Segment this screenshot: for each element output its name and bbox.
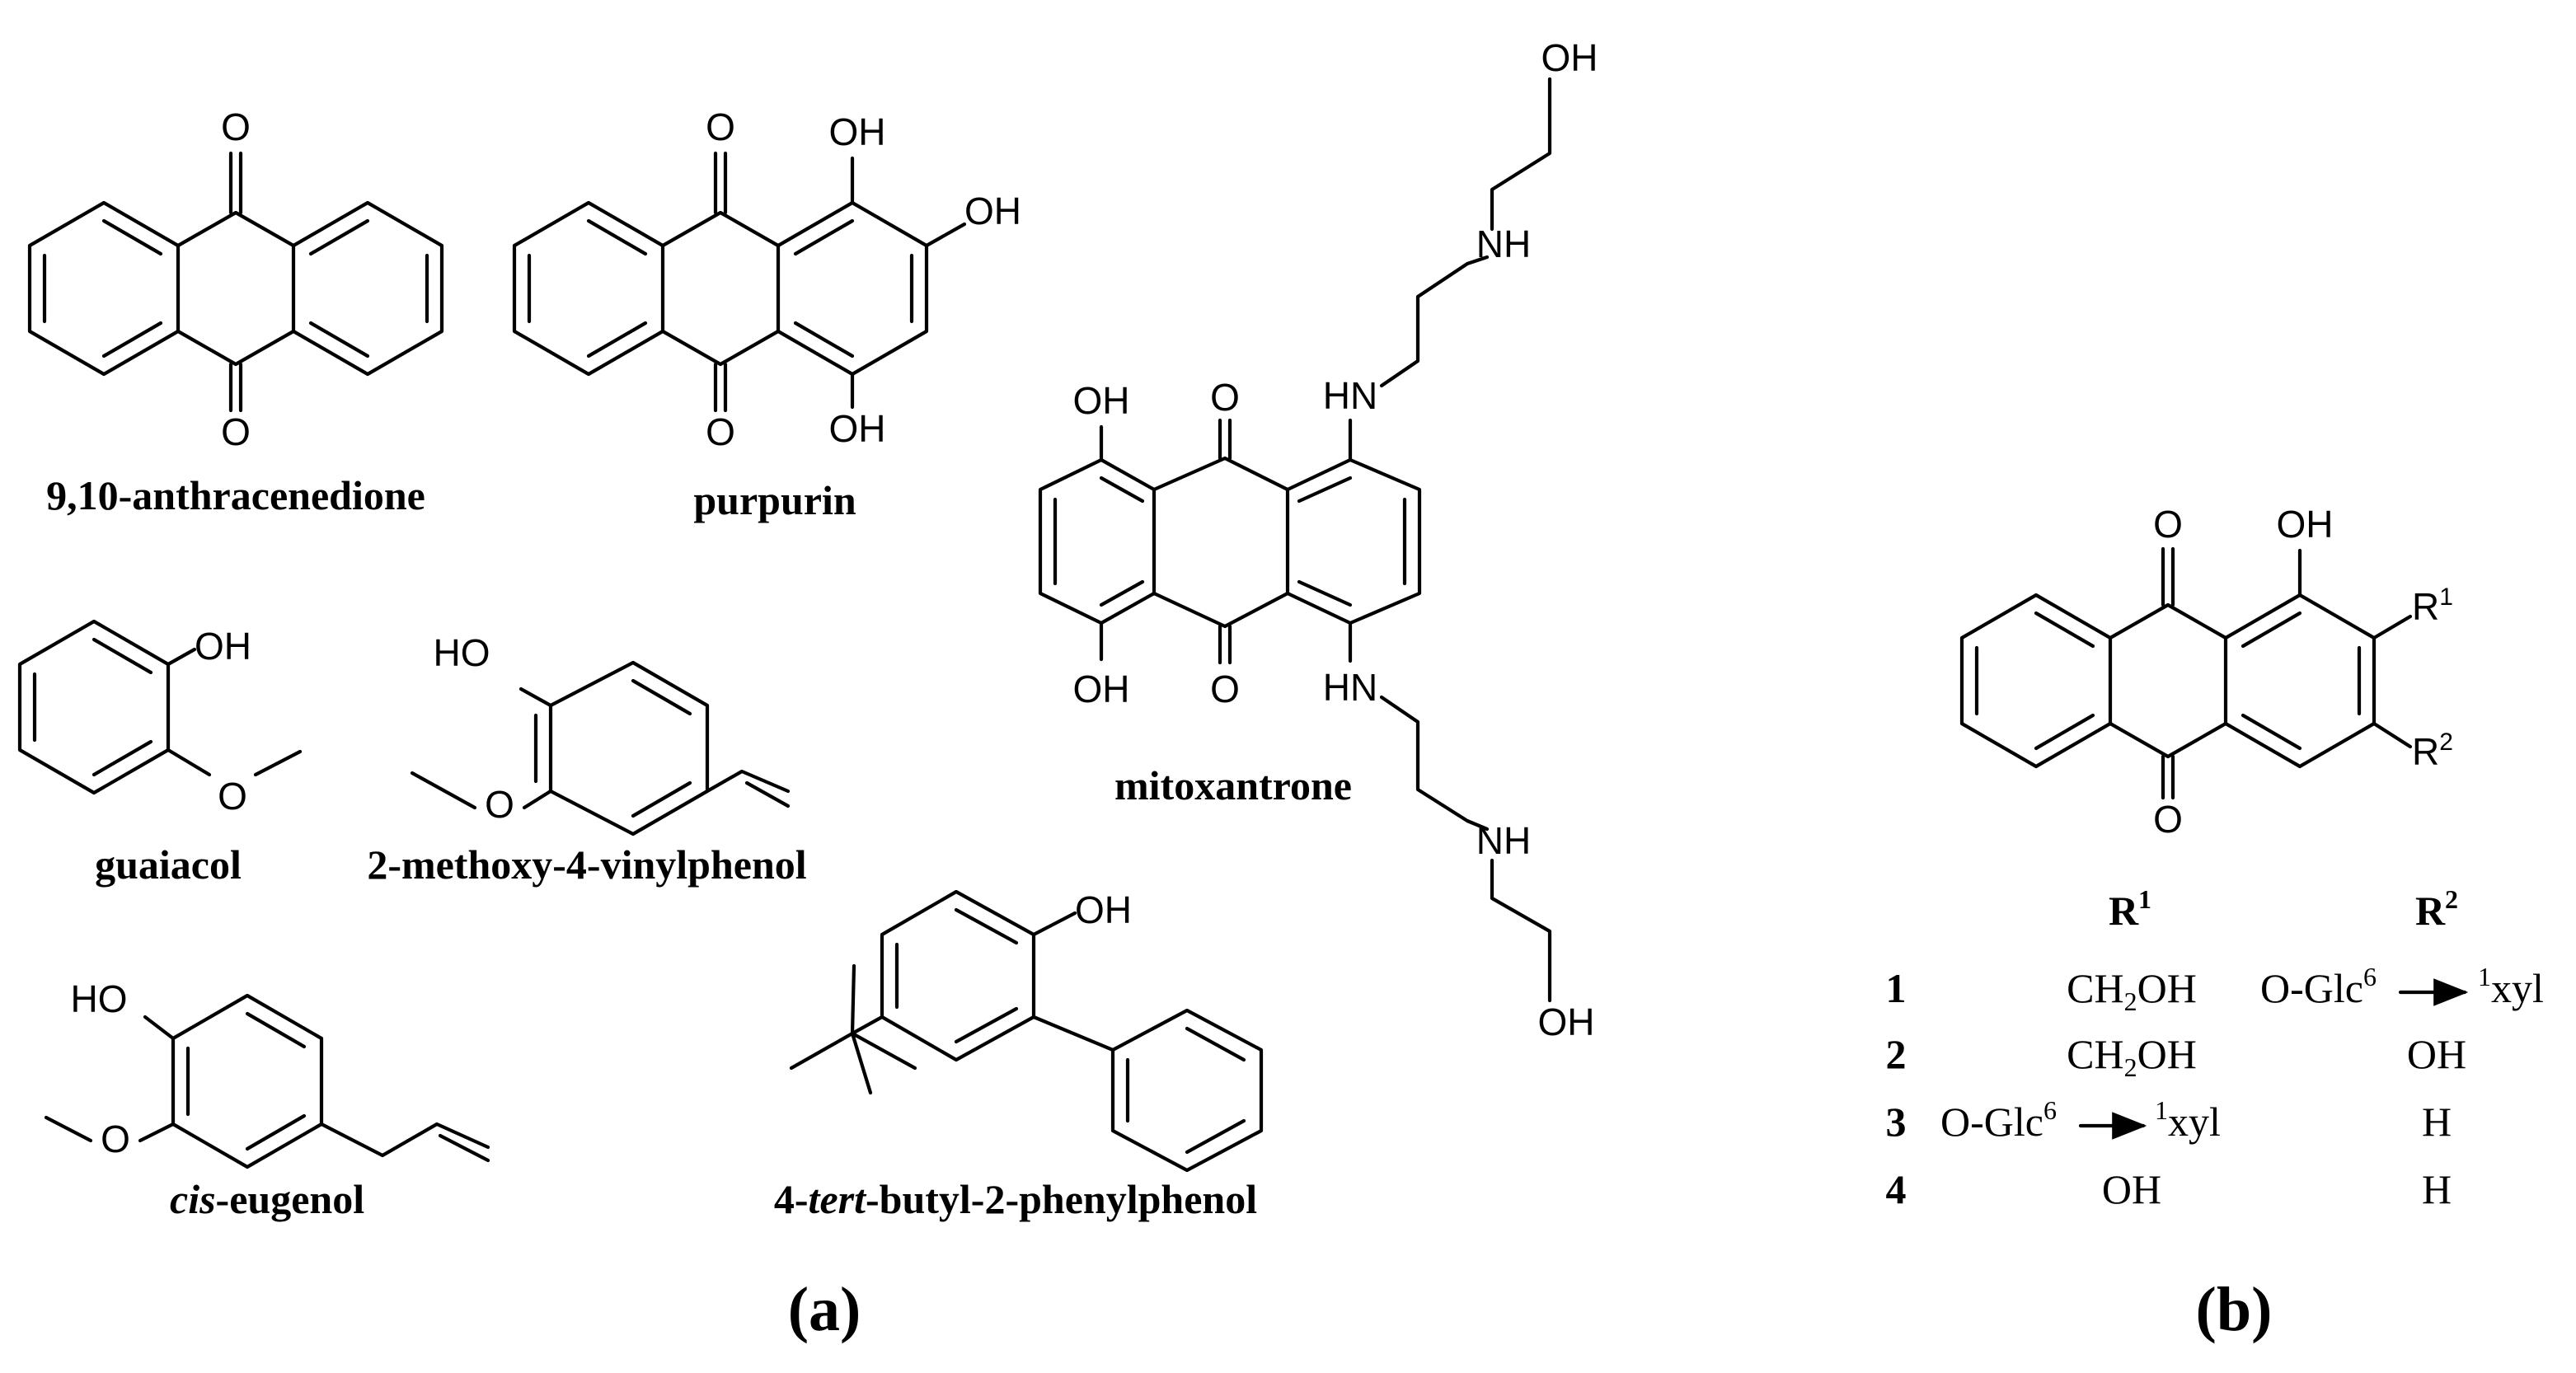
label-methoxyvinylphenol: 2-methoxy-4-vinylphenol	[367, 841, 806, 888]
table-row: 4 OH H	[1886, 1166, 2452, 1212]
structure-mitoxantrone: OH O HN OH O HN NH OH NH OH mitoxantrone	[1038, 36, 1598, 1043]
atom-ho: HO	[434, 631, 490, 674]
table-header-r1: R1	[2109, 884, 2151, 934]
atom-o: O	[221, 410, 251, 453]
atom-oh: OH	[964, 190, 1021, 232]
atom-o: O	[218, 775, 247, 818]
table-row: 1 CH2OH O-Glc6 1xyl	[1886, 962, 2544, 1016]
label-anthracenedione: 9,10-anthracenedione	[46, 472, 425, 518]
row-r1: CH2OH	[2067, 1031, 2197, 1082]
row-r1-xyl: 1xyl	[2155, 1095, 2221, 1145]
atom-oh: OH	[829, 110, 886, 153]
atom-oh: OH	[1073, 379, 1130, 422]
structure-anthracenedione: O O 9,10-anthracenedione	[27, 105, 444, 518]
structure-b-core: O O OH R1 R2	[1959, 503, 2453, 841]
row-number: 2	[1886, 1031, 1907, 1077]
atom-o: O	[485, 783, 514, 826]
row-number: 4	[1886, 1166, 1907, 1212]
structure-eugenol: HO O cis-eugenol	[44, 977, 490, 1222]
atom-nh: NH	[1476, 223, 1531, 265]
row-r2: OH	[2407, 1031, 2466, 1077]
atom-o: O	[2153, 798, 2183, 841]
structure-butylphenylphenol: OH 4-tert-butyl-2-phenylphenol	[774, 888, 1264, 1222]
table-row: 2 CH2OH OH	[1886, 1031, 2467, 1082]
atom-o: O	[101, 1118, 130, 1160]
structure-guaiacol: OH O guaiacol	[17, 619, 303, 888]
row-r2-xyl: 1xyl	[2478, 962, 2544, 1011]
label-eugenol: cis-eugenol	[170, 1176, 364, 1222]
atom-hn: HN	[1323, 374, 1377, 417]
label-butylphenylphenol: 4-tert-butyl-2-phenylphenol	[774, 1176, 1257, 1222]
substituent-table: R1 R2 1 CH2OH O-Glc6 1xyl 2 CH2OH OH 3 O…	[1886, 884, 2544, 1212]
row-r1: OH	[2102, 1166, 2161, 1212]
row-r2: H	[2422, 1166, 2452, 1212]
atom-o: O	[1210, 668, 1240, 710]
atom-oh: OH	[2277, 503, 2334, 546]
atom-o: O	[1210, 376, 1240, 419]
row-r1: CH2OH	[2067, 965, 2197, 1016]
panel-label-a: (a)	[788, 1275, 861, 1344]
atom-nh: NH	[1476, 819, 1531, 862]
atom-ho: HO	[71, 977, 128, 1020]
structure-methoxyvinylphenol: HO O 2-methoxy-4-vinylphenol	[367, 631, 806, 888]
structure-purpurin: O O OH OH OH purpurin	[512, 105, 1021, 523]
label-purpurin: purpurin	[693, 477, 856, 523]
atom-o: O	[706, 410, 735, 453]
row-r1: O-Glc6	[1940, 1095, 2057, 1145]
atom-oh: OH	[195, 625, 251, 668]
atom-oh: OH	[1541, 36, 1598, 79]
substituent-r2: R2	[2412, 729, 2453, 773]
table-header-r2: R2	[2415, 884, 2458, 934]
atom-oh: OH	[1073, 668, 1130, 710]
table-row: 3 O-Glc6 1xyl H	[1886, 1095, 2452, 1145]
atom-o: O	[221, 105, 251, 148]
atom-oh: OH	[1075, 888, 1132, 931]
row-number: 3	[1886, 1099, 1907, 1145]
row-r2: H	[2422, 1099, 2452, 1145]
atom-o: O	[2153, 503, 2183, 546]
atom-hn: HN	[1323, 666, 1377, 709]
label-mitoxantrone: mitoxantrone	[1114, 762, 1352, 808]
substituent-r1: R1	[2412, 583, 2453, 628]
row-number: 1	[1886, 965, 1907, 1011]
row-r2: O-Glc6	[2260, 962, 2377, 1011]
atom-oh: OH	[829, 407, 886, 450]
atom-o: O	[706, 105, 735, 148]
atom-oh: OH	[1538, 1000, 1595, 1043]
panel-label-b: (b)	[2196, 1275, 2273, 1344]
label-guaiacol: guaiacol	[95, 841, 242, 888]
